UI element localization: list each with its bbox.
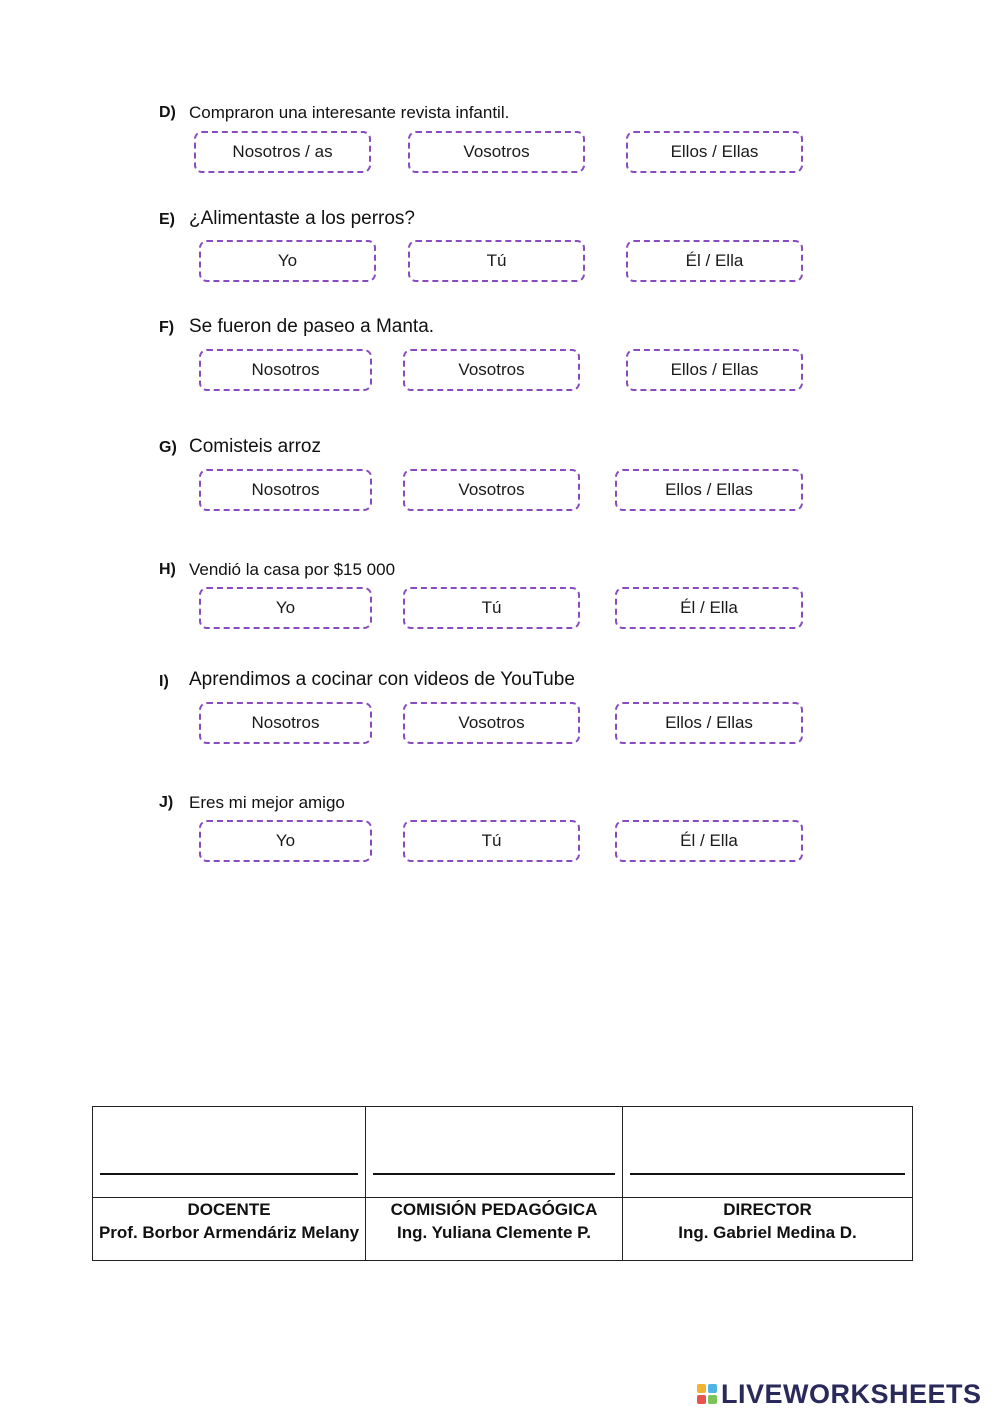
liveworksheets-logo-icon bbox=[697, 1384, 717, 1404]
option-button[interactable]: Yo bbox=[199, 587, 372, 629]
signatory-role: COMISIÓN PEDAGÓGICA bbox=[390, 1200, 598, 1219]
option-button[interactable]: Nosotros bbox=[199, 702, 372, 744]
question-letter: J) bbox=[159, 794, 174, 811]
option-button[interactable]: Tú bbox=[408, 240, 585, 282]
signature-line bbox=[630, 1173, 905, 1175]
signatory-name: Ing. Gabriel Medina D. bbox=[678, 1223, 857, 1242]
option-button[interactable]: Yo bbox=[199, 820, 372, 862]
option-button[interactable]: Nosotros bbox=[199, 349, 372, 391]
question-letter: H) bbox=[159, 561, 176, 578]
signature-line bbox=[100, 1173, 358, 1175]
question-text: Vendió la casa por $15 000 bbox=[189, 560, 396, 579]
question-text: ¿Alimentaste a los perros? bbox=[189, 208, 415, 229]
signatory-director: DIRECTOR Ing. Gabriel Medina D. bbox=[622, 1197, 913, 1261]
option-button[interactable]: Él / Ella bbox=[615, 820, 803, 862]
signatory-docente: DOCENTE Prof. Borbor Armendáriz Melany bbox=[92, 1197, 366, 1261]
question-letter: F) bbox=[159, 319, 175, 336]
option-button[interactable]: Nosotros / as bbox=[194, 131, 371, 173]
question-text: Compraron una interesante revista infant… bbox=[189, 103, 510, 122]
question-text: Comisteis arroz bbox=[189, 436, 321, 457]
option-button[interactable]: Él / Ella bbox=[615, 587, 803, 629]
signature-cell-director bbox=[622, 1106, 913, 1198]
signatory-name: Ing. Yuliana Clemente P. bbox=[397, 1223, 591, 1242]
signature-cell-docente bbox=[92, 1106, 366, 1198]
question-letter: E) bbox=[159, 211, 175, 228]
option-button[interactable]: Ellos / Ellas bbox=[626, 131, 803, 173]
option-button[interactable]: Vosotros bbox=[403, 349, 580, 391]
signature-cell-comision bbox=[365, 1106, 623, 1198]
signatory-role: DOCENTE bbox=[187, 1200, 271, 1219]
option-button[interactable]: Nosotros bbox=[199, 469, 372, 511]
question-text: Aprendimos a cocinar con videos de YouTu… bbox=[189, 669, 575, 690]
option-button[interactable]: Vosotros bbox=[403, 702, 580, 744]
option-button[interactable]: Ellos / Ellas bbox=[615, 469, 803, 511]
logo-text: LIVEWORKSHEETS bbox=[721, 1378, 982, 1409]
option-button[interactable]: Él / Ella bbox=[626, 240, 803, 282]
question-text: Se fueron de paseo a Manta. bbox=[189, 316, 435, 337]
signature-table: DOCENTE Prof. Borbor Armendáriz Melany C… bbox=[92, 1106, 913, 1261]
question-text: Eres mi mejor amigo bbox=[189, 793, 345, 812]
question-letter: D) bbox=[159, 104, 176, 121]
option-button[interactable]: Ellos / Ellas bbox=[626, 349, 803, 391]
question-letter: G) bbox=[159, 439, 177, 456]
question-letter: I) bbox=[159, 673, 169, 690]
signatory-comision: COMISIÓN PEDAGÓGICA Ing. Yuliana Clement… bbox=[365, 1197, 623, 1261]
option-button[interactable]: Tú bbox=[403, 587, 580, 629]
option-button[interactable]: Yo bbox=[199, 240, 376, 282]
option-button[interactable]: Tú bbox=[403, 820, 580, 862]
option-button[interactable]: Vosotros bbox=[408, 131, 585, 173]
option-button[interactable]: Vosotros bbox=[403, 469, 580, 511]
signature-line bbox=[373, 1173, 615, 1175]
option-button[interactable]: Ellos / Ellas bbox=[615, 702, 803, 744]
signatory-role: DIRECTOR bbox=[723, 1200, 812, 1219]
liveworksheets-logo: LIVEWORKSHEETS bbox=[697, 1378, 982, 1410]
signatory-name: Prof. Borbor Armendáriz Melany bbox=[98, 1223, 360, 1242]
